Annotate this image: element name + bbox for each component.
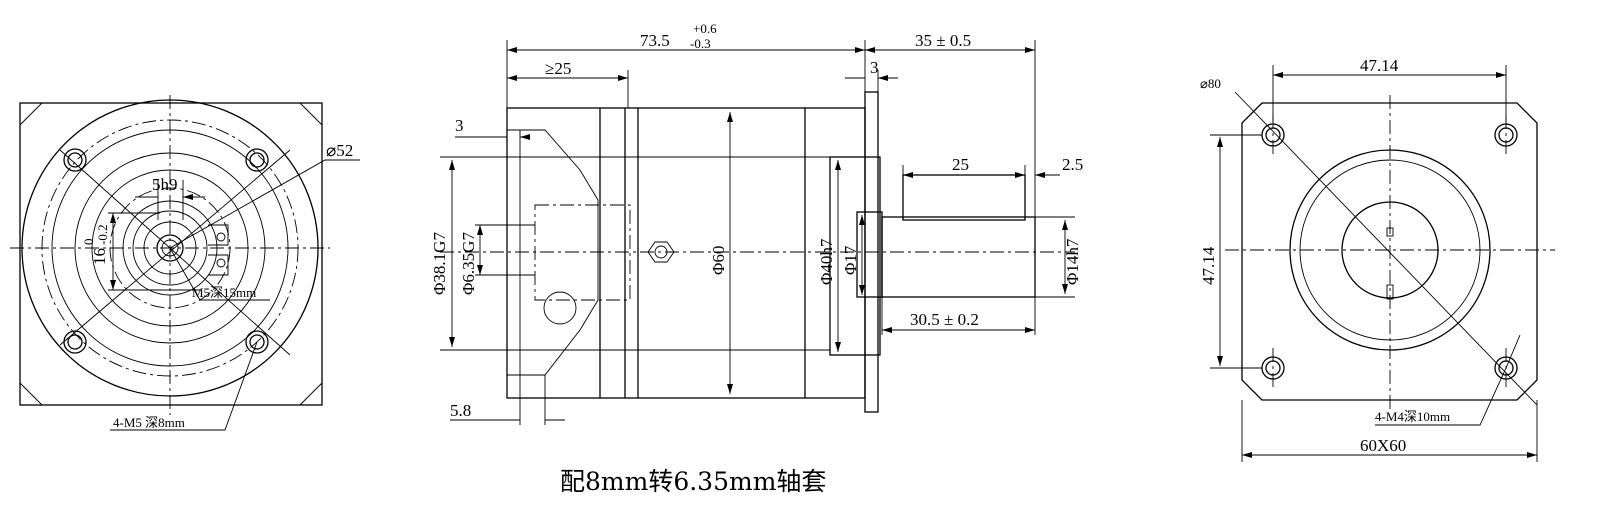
front-view-output: ⌀80 47.14 47.14 4-M4深10mm 60X60 <box>1199 56 1555 462</box>
dim-shaft-30: 30.5 ± 0.2 <box>910 310 979 329</box>
dim-dia-52: ⌀52 <box>326 141 353 160</box>
label-mount-holes: 4-M4深10mm <box>1375 409 1450 424</box>
dim-5-8: 5.8 <box>450 401 471 420</box>
dim-dia-17: Φ17 <box>841 245 860 275</box>
dim-left-3: 3 <box>455 116 464 135</box>
label-mount-holes: 4-M5 深8mm <box>113 415 185 430</box>
dim-min-depth: ≥25 <box>545 59 571 78</box>
dim-shaft-length: 35 ± 0.5 <box>915 31 971 50</box>
tol-upper: +0.6 <box>693 21 717 36</box>
tol-upper: 0 <box>81 239 96 246</box>
side-view: 73.5 +0.6 -0.3 35 ± 0.5 ≥25 3 3 25 2.5 3… <box>430 21 1083 425</box>
dim-key-width: 5h9 <box>152 175 178 194</box>
caption: 配8mm转6.35mm轴套 <box>560 467 826 496</box>
dim-pcd-horizontal: 47.14 <box>1360 56 1399 75</box>
dim-shaft-height: 16 <box>90 248 109 265</box>
tol-lower: -0.3 <box>690 36 711 51</box>
dim-dia-38: Φ38.1G7 <box>430 232 449 295</box>
front-view-input: ⌀52 5h9 16 0 -0.2 M5深15mm 4-M5 深8mm <box>10 95 360 431</box>
dim-square: 60X60 <box>1360 436 1406 455</box>
dim-dia-60: Φ60 <box>709 246 728 275</box>
dim-key-offset: 2.5 <box>1062 155 1083 174</box>
dim-key-length: 25 <box>952 155 969 174</box>
dim-dia-80: ⌀80 <box>1200 76 1221 91</box>
label-center-thread: M5深15mm <box>192 285 256 300</box>
dim-flange-3: 3 <box>870 58 879 77</box>
dim-dia-14: Φ14h7 <box>1063 238 1082 285</box>
tol-lower: -0.2 <box>95 224 110 245</box>
dim-dia-635: Φ6.35G7 <box>459 232 478 295</box>
dim-overall-length: 73.5 <box>640 31 670 50</box>
dim-dia-40: Φ40h7 <box>817 238 836 285</box>
dim-pcd-vertical: 47.14 <box>1199 246 1218 285</box>
